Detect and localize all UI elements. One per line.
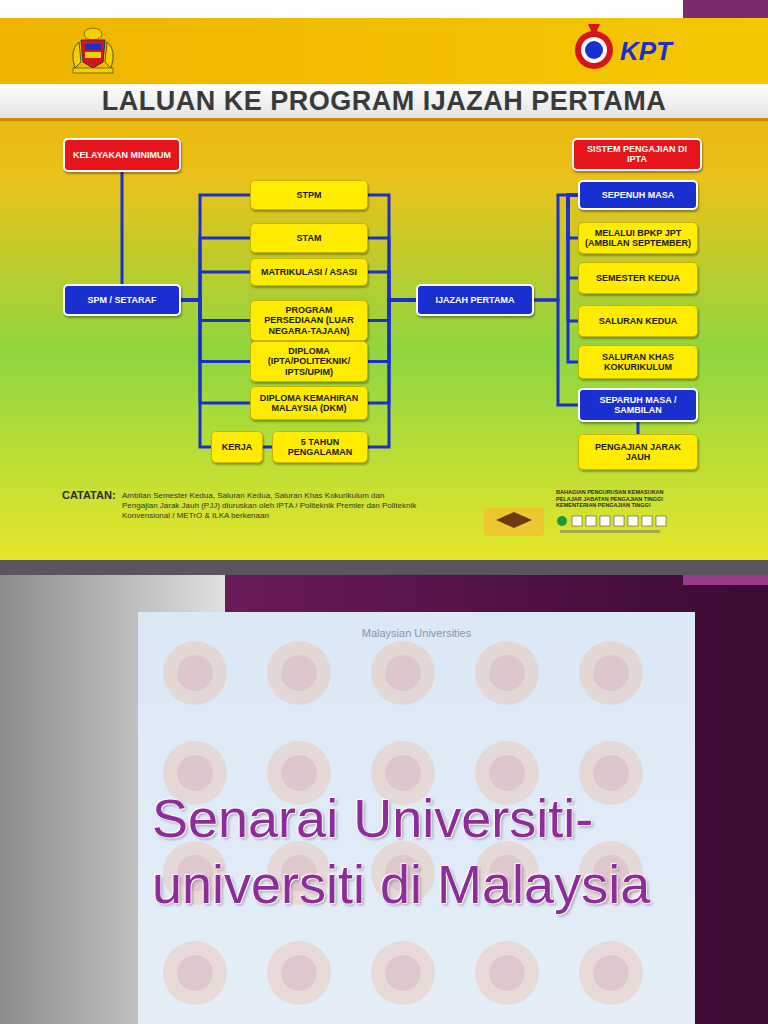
box-text: PROGRAM PERSEDIAAN (LUAR NEGARA-TAJAAN)	[256, 305, 362, 336]
option-box: KERJA	[211, 431, 263, 463]
option-box: PROGRAM PERSEDIAAN (LUAR NEGARA-TAJAAN)	[250, 300, 368, 341]
process-box: SEPARUH MASA / SAMBILAN	[578, 388, 698, 422]
box-text: SEPARUH MASA / SAMBILAN	[585, 395, 691, 416]
box-text: DIPLOMA KEMAHIRAN MALAYSIA (DKM)	[256, 393, 362, 414]
connector	[368, 300, 416, 362]
box-text: SALURAN KHAS KOKURIKULUM	[584, 352, 692, 373]
option-box: PENGAJIAN JARAK JAUH	[578, 434, 698, 470]
connector	[368, 300, 416, 321]
option-box: DIPLOMA (IPTA/POLITEKNIK/ IPTS/UPIM)	[250, 341, 368, 382]
picture-caption: Malaysian Universities	[138, 627, 695, 639]
box-text: PENGAJIAN JARAK JAUH	[584, 442, 692, 463]
box-text: MELALUI BPKP JPT (AMBILAN SEPTEMBER)	[584, 228, 692, 249]
box-text: SEPENUH MASA	[602, 190, 675, 200]
box-text: MATRIKULASI / ASASI	[261, 267, 357, 277]
option-box: STAM	[250, 223, 368, 253]
box-text: DIPLOMA (IPTA/POLITEKNIK/ IPTS/UPIM)	[256, 346, 362, 377]
process-box: SEPENUH MASA	[578, 180, 698, 210]
slide-title: Senarai Universiti-universiti di Malaysi…	[152, 785, 712, 917]
option-box: MATRIKULASI / ASASI	[250, 258, 368, 286]
title: LALUAN KE PROGRAM IJAZAH PERTAMA	[0, 85, 768, 117]
box-text: SALURAN KEDUA	[599, 316, 678, 326]
box-text: SEMESTER KEDUA	[596, 273, 680, 283]
box-text: KERJA	[222, 442, 253, 452]
connector	[181, 300, 250, 403]
note-heading: CATATAN:	[62, 489, 116, 501]
header-box: SISTEM PENGAJIAN DI IPTA	[572, 138, 702, 171]
box-text: IJAZAH PERTAMA	[436, 295, 515, 305]
connector	[181, 300, 250, 362]
connector	[368, 300, 416, 403]
option-box: MELALUI BPKP JPT (AMBILAN SEPTEMBER)	[578, 222, 698, 254]
process-box: SPM / SETARAF	[63, 284, 181, 316]
connector	[368, 272, 416, 300]
slide: Malaysian UniversitiesSenarai Universiti…	[0, 575, 768, 1024]
process-box: IJAZAH PERTAMA	[416, 284, 534, 316]
connector	[368, 238, 416, 300]
option-box: SALURAN KEDUA	[578, 305, 698, 337]
note-text: Ambilan Semester Kedua, Saluran Kedua, S…	[122, 491, 422, 521]
connector	[263, 447, 272, 448]
connector	[534, 300, 578, 405]
box-text: STAM	[297, 233, 322, 243]
option-box: STPM	[250, 180, 368, 210]
connector	[368, 195, 416, 300]
option-box: SALURAN KHAS KOKURIKULUM	[578, 345, 698, 379]
connector	[181, 272, 250, 300]
connector	[181, 195, 250, 300]
connector	[368, 300, 416, 447]
option-box: 5 TAHUN PENGALAMAN	[272, 431, 368, 463]
connector	[638, 422, 639, 434]
connector	[122, 172, 123, 284]
header-box: KELAYAKAN MINIMUM	[63, 138, 181, 172]
connector	[534, 195, 578, 300]
box-text: KELAYAKAN MINIMUM	[73, 150, 171, 160]
option-box: SEMESTER KEDUA	[578, 262, 698, 294]
connector	[568, 195, 578, 362]
box-text: SISTEM PENGAJIAN DI IPTA	[579, 144, 695, 165]
logo-text: KPT	[620, 36, 672, 67]
box-text: 5 TAHUN PENGALAMAN	[278, 437, 362, 458]
connector	[181, 300, 211, 447]
connector	[181, 300, 250, 321]
option-box: DIPLOMA KEMAHIRAN MALAYSIA (DKM)	[250, 386, 368, 420]
slide: LALUAN KE PROGRAM IJAZAH PERTAMA KELAYAKA…	[0, 0, 768, 560]
org-text: BAHAGIAN PENGURUSAN KEMASUKAN PELAJAR JA…	[556, 489, 686, 509]
box-text: STPM	[296, 190, 321, 200]
connector	[181, 238, 250, 300]
box-text: SPM / SETARAF	[88, 295, 157, 305]
